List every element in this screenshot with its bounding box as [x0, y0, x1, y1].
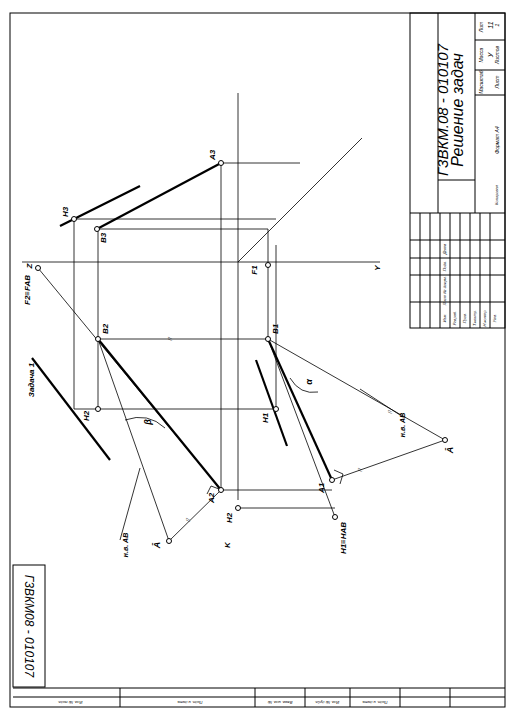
drawing-label: Подп. и дата	[362, 700, 387, 704]
drawing-label: Подп. и дата	[177, 700, 202, 704]
drawing-label: Ā	[446, 447, 455, 454]
drawing-label: Копировал	[495, 185, 499, 205]
drawing-label: Дата	[443, 244, 447, 255]
drawing-label: Подп.	[443, 261, 447, 272]
drawing-label: Решение задач	[450, 53, 466, 167]
drawing-label: //	[167, 337, 173, 340]
drawing-label: 11	[487, 21, 494, 28]
drawing-label: Н.контр.	[483, 310, 487, 327]
drawing-label: F1	[251, 265, 259, 274]
drawing-label: //	[185, 518, 191, 521]
drawing-label: H3	[62, 207, 70, 217]
drawing-label: Т.контр.	[473, 310, 477, 326]
drawing-label: Инв. № дубл.	[315, 700, 340, 704]
drawing-label: Задача 1	[28, 363, 36, 397]
drawing-label: F2≡FAB	[24, 275, 32, 305]
drawing-label: Разраб.	[453, 311, 457, 325]
drawing-label: Y	[374, 265, 382, 270]
drawing-label: β	[144, 419, 153, 425]
drawing-label: Утв.	[493, 313, 497, 322]
drawing-label: Листов	[495, 46, 500, 64]
drawing-label: A2	[208, 493, 216, 503]
drawing-label: //	[357, 468, 363, 471]
drawing-label: № докум.	[443, 276, 447, 294]
drawing-label: K	[224, 542, 232, 548]
drawing-label: Г3ВКМ.08 - 010107	[435, 44, 450, 176]
drawing-label: 1	[494, 23, 500, 26]
drawing-label: B2	[102, 324, 110, 334]
drawing-label: Ā	[153, 542, 162, 549]
drawing-label: Z	[26, 264, 34, 269]
drawing-label: Лист	[443, 295, 447, 305]
drawing-label: Лит	[479, 22, 484, 32]
drawing-label: A3	[209, 150, 217, 160]
drawing-label: Лист	[495, 76, 500, 89]
drawing-label: н.в. AB	[122, 533, 129, 557]
drawing-label: A1	[318, 483, 326, 493]
drawing-label: B1	[272, 324, 280, 334]
drawing-label: Изм.	[443, 314, 447, 323]
drawing-label: Формат А4	[495, 126, 500, 153]
drawing-label: H2	[226, 513, 234, 523]
drawing-label: H2	[83, 411, 91, 421]
drawing-label: Взам. инв. №	[268, 700, 293, 704]
drawing-label: B3	[100, 233, 108, 243]
drawing-label: //	[387, 410, 393, 413]
drawing-label: H1	[262, 413, 270, 423]
drawing-label: Масса	[479, 48, 484, 63]
drawing-label: н.в. AB	[399, 413, 406, 437]
drawing-label: Инв. № подл.	[58, 700, 83, 704]
drawing-label: α	[305, 379, 314, 385]
drawing-label: Пров.	[463, 313, 467, 324]
drawing-label: Г3ВКМ08 - 010107	[23, 575, 35, 677]
drawing-label: У	[487, 53, 494, 57]
drawing-label: H1≡HAB	[340, 522, 348, 554]
drawing-label: Масштаб	[479, 70, 484, 93]
